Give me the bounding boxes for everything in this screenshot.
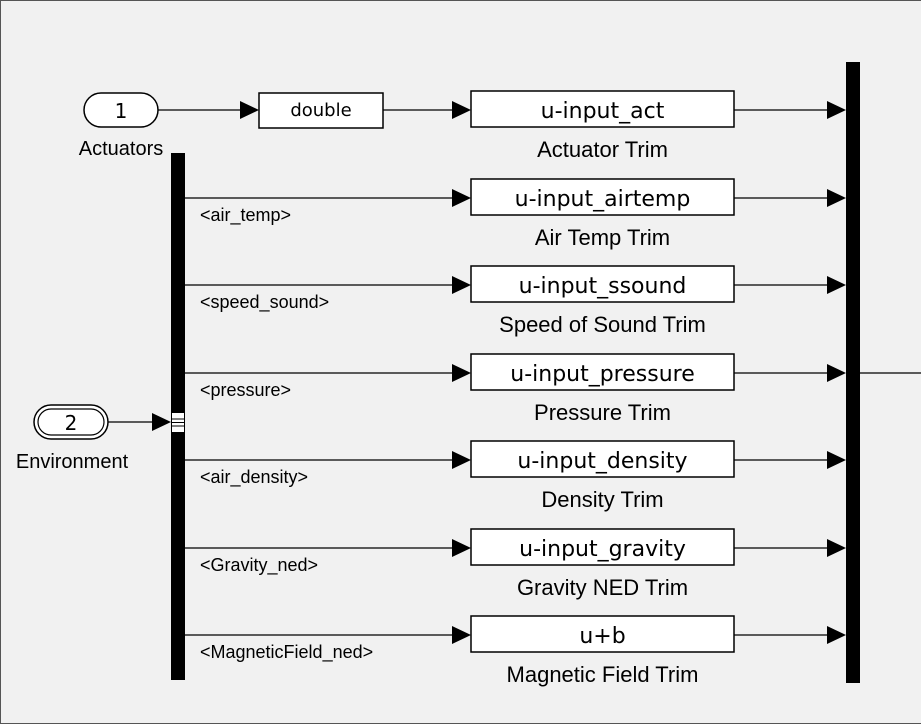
- signal-name-pressure-trim: <pressure>: [200, 380, 291, 400]
- inport-1[interactable]: 1: [83, 92, 159, 128]
- signal-line-gravity-ned-trim-output[interactable]: [734, 539, 846, 557]
- trim-block-text-gravity-ned-trim: u-input_gravity: [519, 537, 686, 562]
- signal-name-speed-of-sound-trim: <speed_sound>: [200, 292, 329, 313]
- signal-name-magnetic-field-trim: <MagneticField_ned>: [200, 642, 373, 663]
- trim-block-text-speed-of-sound-trim: u-input_ssound: [519, 274, 687, 299]
- signal-name-air-temp-trim: <air_temp>: [200, 205, 291, 226]
- trim-block-text-density-trim: u-input_density: [517, 449, 687, 474]
- mux-bar[interactable]: [846, 62, 860, 683]
- trim-block-label-actuator-trim: Actuator Trim: [537, 137, 668, 162]
- trim-block-text-actuator-trim: u-input_act: [541, 99, 665, 124]
- inport-1-label: Actuators: [79, 138, 163, 160]
- signal-line-pressure-trim-output[interactable]: [734, 364, 846, 382]
- trim-block-pressure-trim[interactable]: u-input_pressure: [470, 353, 735, 391]
- trim-block-air-temp-trim[interactable]: u-input_airtemp: [470, 178, 735, 216]
- data-type-conversion-block[interactable]: double: [258, 92, 384, 129]
- trim-block-magnetic-field-trim[interactable]: u+b: [470, 615, 735, 653]
- signal-line-density-trim-output[interactable]: [734, 451, 846, 469]
- inport-2[interactable]: 2: [33, 404, 109, 440]
- inport-2-label: Environment: [16, 451, 129, 473]
- trim-block-text-air-temp-trim: u-input_airtemp: [515, 187, 691, 212]
- signal-line-speed-of-sound-trim-input[interactable]: [185, 276, 471, 294]
- signal-line-actuator-trim-output[interactable]: [734, 101, 846, 119]
- signal-line-environment-to-bus-selector[interactable]: [108, 413, 171, 431]
- signal-name-gravity-ned-trim: <Gravity_ned>: [200, 555, 318, 576]
- signal-line-air-temp-trim-output[interactable]: [734, 189, 846, 207]
- signal-name-density-trim: <air_density>: [200, 467, 308, 488]
- trim-block-actuator-trim[interactable]: u-input_act: [470, 90, 735, 128]
- trim-block-gravity-ned-trim[interactable]: u-input_gravity: [470, 528, 735, 566]
- signal-line-density-trim-input[interactable]: [185, 451, 471, 469]
- trim-block-label-pressure-trim: Pressure Trim: [534, 400, 671, 425]
- bus-selector-bar[interactable]: [171, 153, 185, 680]
- trim-block-speed-of-sound-trim[interactable]: u-input_ssound: [470, 265, 735, 303]
- trim-block-label-density-trim: Density Trim: [541, 487, 663, 512]
- signal-line-actuators-to-double[interactable]: [158, 101, 259, 119]
- trim-block-label-speed-of-sound-trim: Speed of Sound Trim: [499, 312, 706, 337]
- trim-block-text-magnetic-field-trim: u+b: [579, 624, 625, 649]
- trim-block-density-trim[interactable]: u-input_density: [470, 440, 735, 478]
- inport-2-number: 2: [65, 411, 78, 435]
- signal-line-pressure-trim-input[interactable]: [185, 364, 471, 382]
- signal-line-gravity-ned-trim-input[interactable]: [185, 539, 471, 557]
- trim-block-text-pressure-trim: u-input_pressure: [510, 362, 695, 387]
- signal-line-speed-of-sound-trim-output[interactable]: [734, 276, 846, 294]
- trim-block-label-gravity-ned-trim: Gravity NED Trim: [517, 575, 688, 600]
- trim-block-label-magnetic-field-trim: Magnetic Field Trim: [507, 662, 699, 687]
- signal-line-air-temp-trim-input[interactable]: [185, 189, 471, 207]
- signal-line-double-to-actuator-trim[interactable]: [383, 101, 471, 119]
- signal-line-magnetic-field-trim-input[interactable]: [185, 626, 471, 644]
- trim-block-label-air-temp-trim: Air Temp Trim: [535, 225, 670, 250]
- inport-1-number: 1: [115, 99, 128, 123]
- conversion-block-text: double: [290, 100, 351, 121]
- signal-line-magnetic-field-trim-output[interactable]: [734, 626, 846, 644]
